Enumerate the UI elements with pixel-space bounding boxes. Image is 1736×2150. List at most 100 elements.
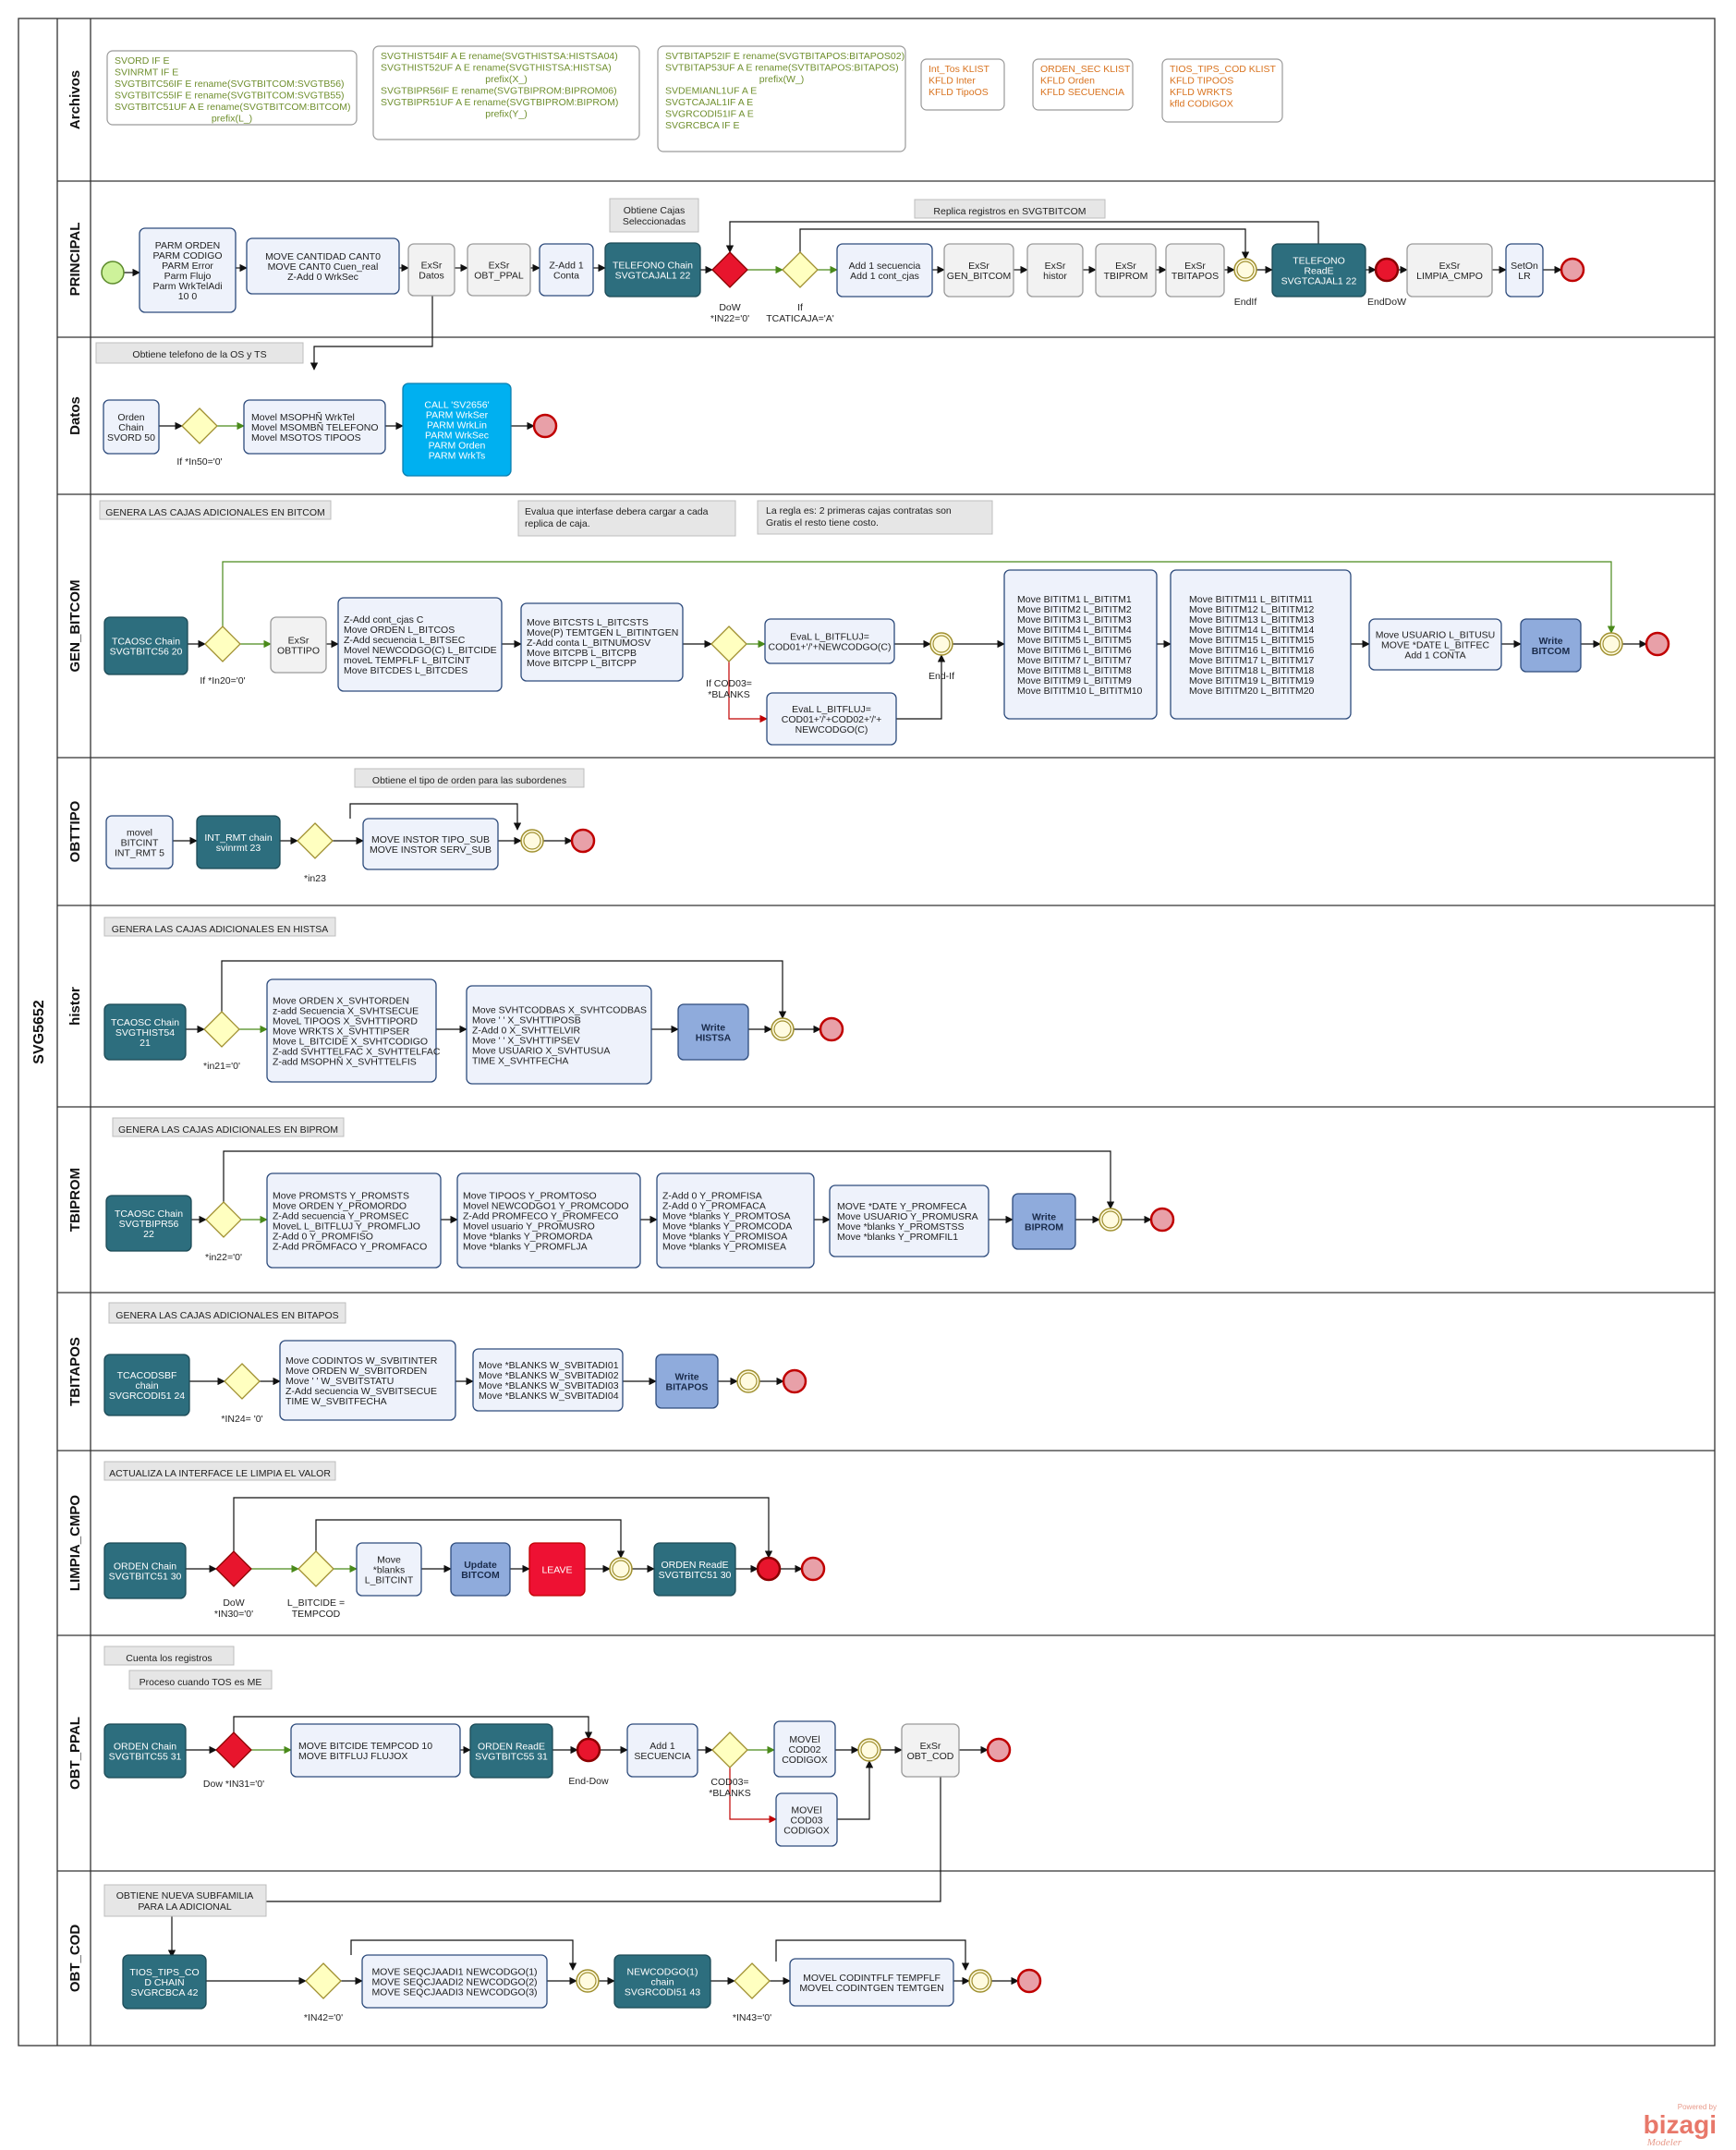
if-in21-bypass — [221, 960, 787, 1019]
file-definition-line: KFLD TIPOOS — [1170, 76, 1233, 87]
tcacodsbf-chain-task-label: TCACODSBF — [117, 1370, 177, 1381]
call-sv2656-task-label: PARM WrkLin — [427, 420, 487, 431]
obtppal-end — [986, 1737, 1012, 1763]
eval-bitfluj2-task-label: EvaL L_BITFLUJ= — [792, 704, 871, 715]
int-rmt-chain-task — [196, 815, 281, 869]
movel-bitcint-task — [105, 815, 174, 869]
move-codintos-task — [279, 1340, 456, 1421]
intermediate-event-inner — [1101, 1210, 1120, 1229]
parm-task-label: PARM Error — [162, 261, 213, 272]
zadd-promfisa-task — [656, 1172, 815, 1269]
move-blanks-task-line: Move *BLANKS W_SVBITADI03 — [479, 1380, 619, 1391]
lane-obt_cod: OBT_COD — [67, 1925, 83, 1993]
tcaosc-histor-task — [103, 1003, 187, 1061]
tcaosc-chain-task-label: SVGTBITC56 20 — [110, 647, 183, 658]
zadd-cont-task-line: Z-Add cont_cjas C — [344, 614, 424, 626]
telefono-reade-task-label: SVGTCAJAL1 22 — [1281, 276, 1357, 287]
sequence-flow — [837, 1760, 874, 1820]
move-promsts-task-line: Z-Add 0 Y_PROMFISO — [273, 1232, 373, 1243]
intermediate-event-inner — [523, 832, 541, 850]
tcaosc-tbiprom-task — [105, 1195, 192, 1252]
file-definition-box — [372, 45, 640, 140]
file-definition-line: ORDEN_SEC KLIST — [1040, 64, 1131, 75]
if-in43-gateway — [734, 1962, 771, 1999]
note-gen3 — [757, 500, 993, 535]
move-bitcsts-task — [520, 602, 684, 682]
file-definition-line: SVINRMT IF E — [115, 67, 178, 79]
tcaosc-tbiprom-task-label: 22 — [143, 1229, 154, 1240]
add-secuencia-obtppal-task-label: Add 1 — [649, 1741, 675, 1752]
tcaosc-tbiprom-task-label: SVGTBIPR56 — [119, 1219, 179, 1230]
move-bitcide-task — [290, 1723, 461, 1778]
tcaosc-histor-task-label: TCAOSC Chain — [111, 1017, 179, 1028]
file-definition-line: KFLD TipoOS — [929, 87, 989, 98]
if-in21-label: *in21='0' — [203, 1061, 240, 1072]
orden-reade-obtppal-task — [469, 1723, 553, 1779]
intermediate-event-inner — [1236, 261, 1255, 279]
move-orden-histor-task-line: Move WRKTS X_SVHTTIPSER — [273, 1026, 410, 1038]
bititm11-task-line: Move BITITM20 L_BITITM20 — [1189, 686, 1315, 697]
move-promsts-task-line: Move ORDEN Y_PROMORDO — [273, 1201, 407, 1212]
exsr-tbiprom-task-label: ExSr — [1115, 261, 1136, 272]
if-in50-gateway — [181, 407, 218, 444]
limpia-end — [800, 1556, 826, 1582]
move-blanks-task — [472, 1348, 624, 1412]
file-definition-line: SVGTBITC56IF E rename(SVGTBITCOM:SVGTB56… — [115, 79, 345, 90]
eval-bitfluj2-task — [766, 692, 897, 746]
intermediate-event-inner — [739, 1372, 758, 1391]
exsr-genbitcom-task — [943, 243, 1014, 298]
orden-chain-limpia-task-label: SVGTBITC51 30 — [109, 1572, 182, 1583]
lane-principal: PRINCIPAL — [67, 223, 83, 297]
exsr-obtppal-task-label: OBT_PPAL — [474, 271, 524, 282]
file-definition-line: SVTBITAP53UF A E rename(SVTBITAPOS:BITAP… — [665, 63, 899, 74]
move-promsts-task-line: MoveL L_BITFLUJ Y_PROMFLJO — [273, 1221, 420, 1233]
eval-bitfluj1-task-label: EvaL L_BITFLUJ= — [790, 632, 869, 643]
note-histor — [103, 917, 336, 937]
obtcod-end — [1016, 1968, 1042, 1994]
file-definition-box — [920, 58, 1005, 111]
if-bitcide-bypass — [315, 1519, 625, 1559]
if-cod03-gateway — [710, 626, 747, 662]
dow-in30-label: DoW — [223, 1597, 244, 1609]
file-definition-line: SVGTBIPR51UF A E rename(SVGTBIPROM:BIPRO… — [381, 97, 618, 108]
move-bitcsts-task-line: Move BITCPP L_BITCPP — [527, 658, 637, 669]
note-gen3-text: Gratis el resto tiene costo. — [766, 517, 879, 528]
if-cod03-obtppal-label: *BLANKS — [709, 1788, 751, 1799]
else-flow — [728, 662, 768, 723]
bititm1-task-line: Move BITITM4 L_BITITM4 — [1017, 625, 1132, 636]
intermediate-event-inner — [773, 1020, 792, 1039]
file-definition-box — [1161, 58, 1283, 123]
note-datos — [95, 342, 304, 364]
note-obtiene-cajas — [609, 198, 699, 233]
note-gen1-text: GENERA LAS CAJAS ADICIONALES EN BITCOM — [105, 507, 324, 518]
leave-task-label: LEAVE — [541, 1565, 572, 1576]
eval-bitfluj1-task — [764, 618, 895, 664]
init-move-task — [246, 237, 400, 295]
move-bitcide-task-line: MOVE BITCIDE TEMPCOD 10 — [298, 1741, 432, 1752]
move-date-task-line: Move USUARIO Y_PROMUSRA — [837, 1211, 978, 1222]
movel-cod02-task — [773, 1720, 836, 1778]
if-in20-label: If *In20='0' — [200, 675, 245, 686]
orden-reade-obtppal-task-label: ORDEN ReadE — [478, 1742, 545, 1753]
move-bitcsts-task-line: Move(P) TEMTGEN L_BITINTGEN — [527, 627, 678, 638]
move-blanks-task-line: Move *BLANKS W_SVBITADI02 — [479, 1370, 619, 1381]
if-bitcide-label: TEMPCOD — [292, 1609, 341, 1620]
move-blanks-limpia-task-label: L_BITCINT — [365, 1575, 414, 1586]
newcodgo-chain-task-label: SVGRCODI51 43 — [625, 1987, 700, 1998]
write-histsa-task — [677, 1003, 749, 1061]
movel-cod03-task-label: CODIGOX — [783, 1826, 830, 1837]
telefono-reade-task-label: ReadE — [1304, 266, 1333, 277]
move-svhtcodbas-task-line: Move ' ' X_SVHTTIPOSB — [472, 1015, 581, 1026]
orden-reade-limpia-task — [653, 1542, 736, 1597]
orden-reade-limpia-task-label: SVGTBITC51 30 — [659, 1570, 732, 1581]
movel-codintflf-task — [789, 1958, 954, 2007]
histor-end — [819, 1016, 844, 1042]
tios-tips-chain-task-label: TIOS_TIPS_CO — [129, 1967, 199, 1978]
note-obtcod — [103, 1884, 267, 1917]
exsr-tbitapos-task — [1165, 243, 1225, 298]
if-bitcide-label: L_BITCIDE = — [287, 1597, 345, 1609]
if-bitcide-gateway — [297, 1550, 334, 1587]
move-svhtcodbas-task — [466, 985, 652, 1085]
move-instor-task-label: MOVE INSTOR TIPO_SUB — [371, 834, 490, 845]
file-definition-line: KFLD Orden — [1040, 76, 1095, 87]
